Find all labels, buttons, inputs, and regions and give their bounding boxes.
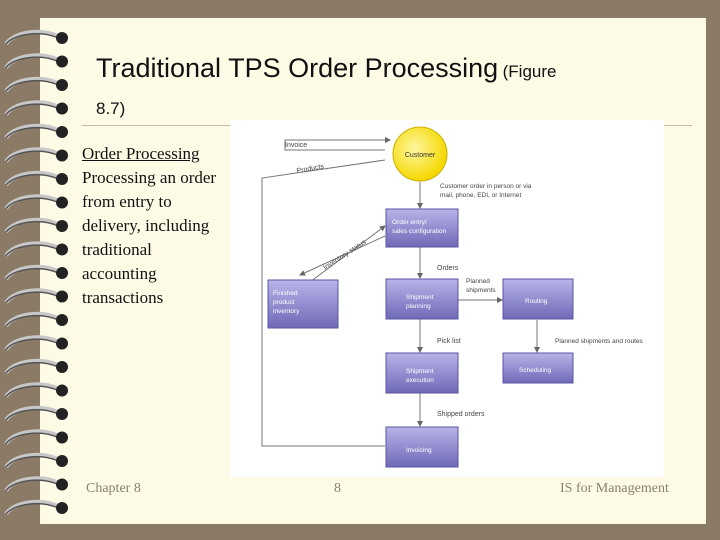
customer-label: Customer [405, 152, 436, 159]
binding-hole [56, 384, 68, 397]
order-entry-label-2: sales configuration [392, 228, 447, 235]
binding-hole [56, 243, 68, 256]
shipment-exec-label-1: Shipment [406, 368, 434, 375]
binding-hole [56, 478, 68, 491]
routing-box [502, 278, 574, 320]
slide-title: Traditional TPS Order Processing (Figure… [96, 50, 676, 128]
order-entry-label-1: Order entry/ [392, 219, 427, 226]
footer-chapter: Chapter 8 [86, 481, 141, 496]
shipment-execution-box [385, 352, 459, 394]
binding-hole [56, 290, 68, 303]
binding-hole [56, 408, 68, 420]
title-figure-ref: (Figure [502, 62, 557, 81]
inventory-status-label: Inventory status [322, 239, 368, 272]
customer-order-label-2: mail, phone, EDI, or Internet [440, 192, 521, 199]
footer-page-number: 8 [334, 481, 341, 496]
shipped-orders-label: Shipped orders [437, 411, 485, 418]
binding-hole [56, 149, 68, 162]
bullet-text: Order Processing Processing an order fro… [82, 142, 227, 310]
orders-label: Orders [437, 265, 459, 272]
shipment-planning-label-1: Shipment [406, 294, 434, 301]
shipment-exec-label-2: execution [406, 377, 434, 384]
binding-hole [56, 337, 68, 350]
binding-rings-icon [4, 29, 68, 516]
finished-label-2: product [273, 299, 295, 306]
binding-hole [56, 32, 68, 44]
customer-node [392, 126, 448, 182]
binding-hole [56, 431, 68, 444]
binding-hole [56, 220, 68, 232]
planned-routes-label: Planned shipments and routes [555, 338, 644, 345]
binding-hole [56, 314, 68, 326]
scheduling-box [502, 352, 574, 384]
finished-label-1: Finished [273, 290, 298, 297]
pick-list-label: Pick list [437, 338, 461, 345]
order-entry-box [385, 208, 459, 248]
planned-label-2: shipments [466, 287, 496, 294]
routing-label: Routing [525, 298, 548, 305]
binding-hole [56, 173, 68, 185]
scheduling-label: Scheduling [519, 367, 552, 374]
invoice-label: Invoice [285, 142, 307, 149]
invoicing-box [385, 426, 459, 468]
bullet-term: Order Processing [82, 144, 200, 163]
invoicing-label: Invoicing [406, 447, 432, 454]
title-figure-num: 8.7) [96, 99, 126, 118]
planned-label-1: Planned [466, 278, 490, 285]
finished-label-3: inventory [273, 308, 300, 315]
binding-hole [56, 267, 68, 279]
title-main: Traditional TPS Order Processing [96, 53, 499, 83]
customer-order-label-1: Customer order in person or via [440, 183, 532, 190]
binding-hole [56, 79, 68, 91]
order-processing-diagram: Customer Invoice Products Customer order… [230, 120, 664, 477]
binding-hole [56, 55, 68, 68]
footer-course: IS for Management [560, 481, 669, 496]
bullet-definition: Processing an order from entry to delive… [82, 168, 217, 307]
shipment-planning-box [385, 278, 459, 320]
products-label: Products [296, 163, 325, 175]
binding-hole [56, 126, 68, 138]
binding-hole [56, 102, 68, 115]
binding-hole [56, 502, 68, 514]
binding-hole [56, 196, 68, 209]
shipment-planning-label-2: planning [406, 303, 431, 310]
finished-inventory-box [267, 279, 339, 329]
binding-hole [56, 361, 68, 373]
binding-hole [56, 455, 68, 467]
